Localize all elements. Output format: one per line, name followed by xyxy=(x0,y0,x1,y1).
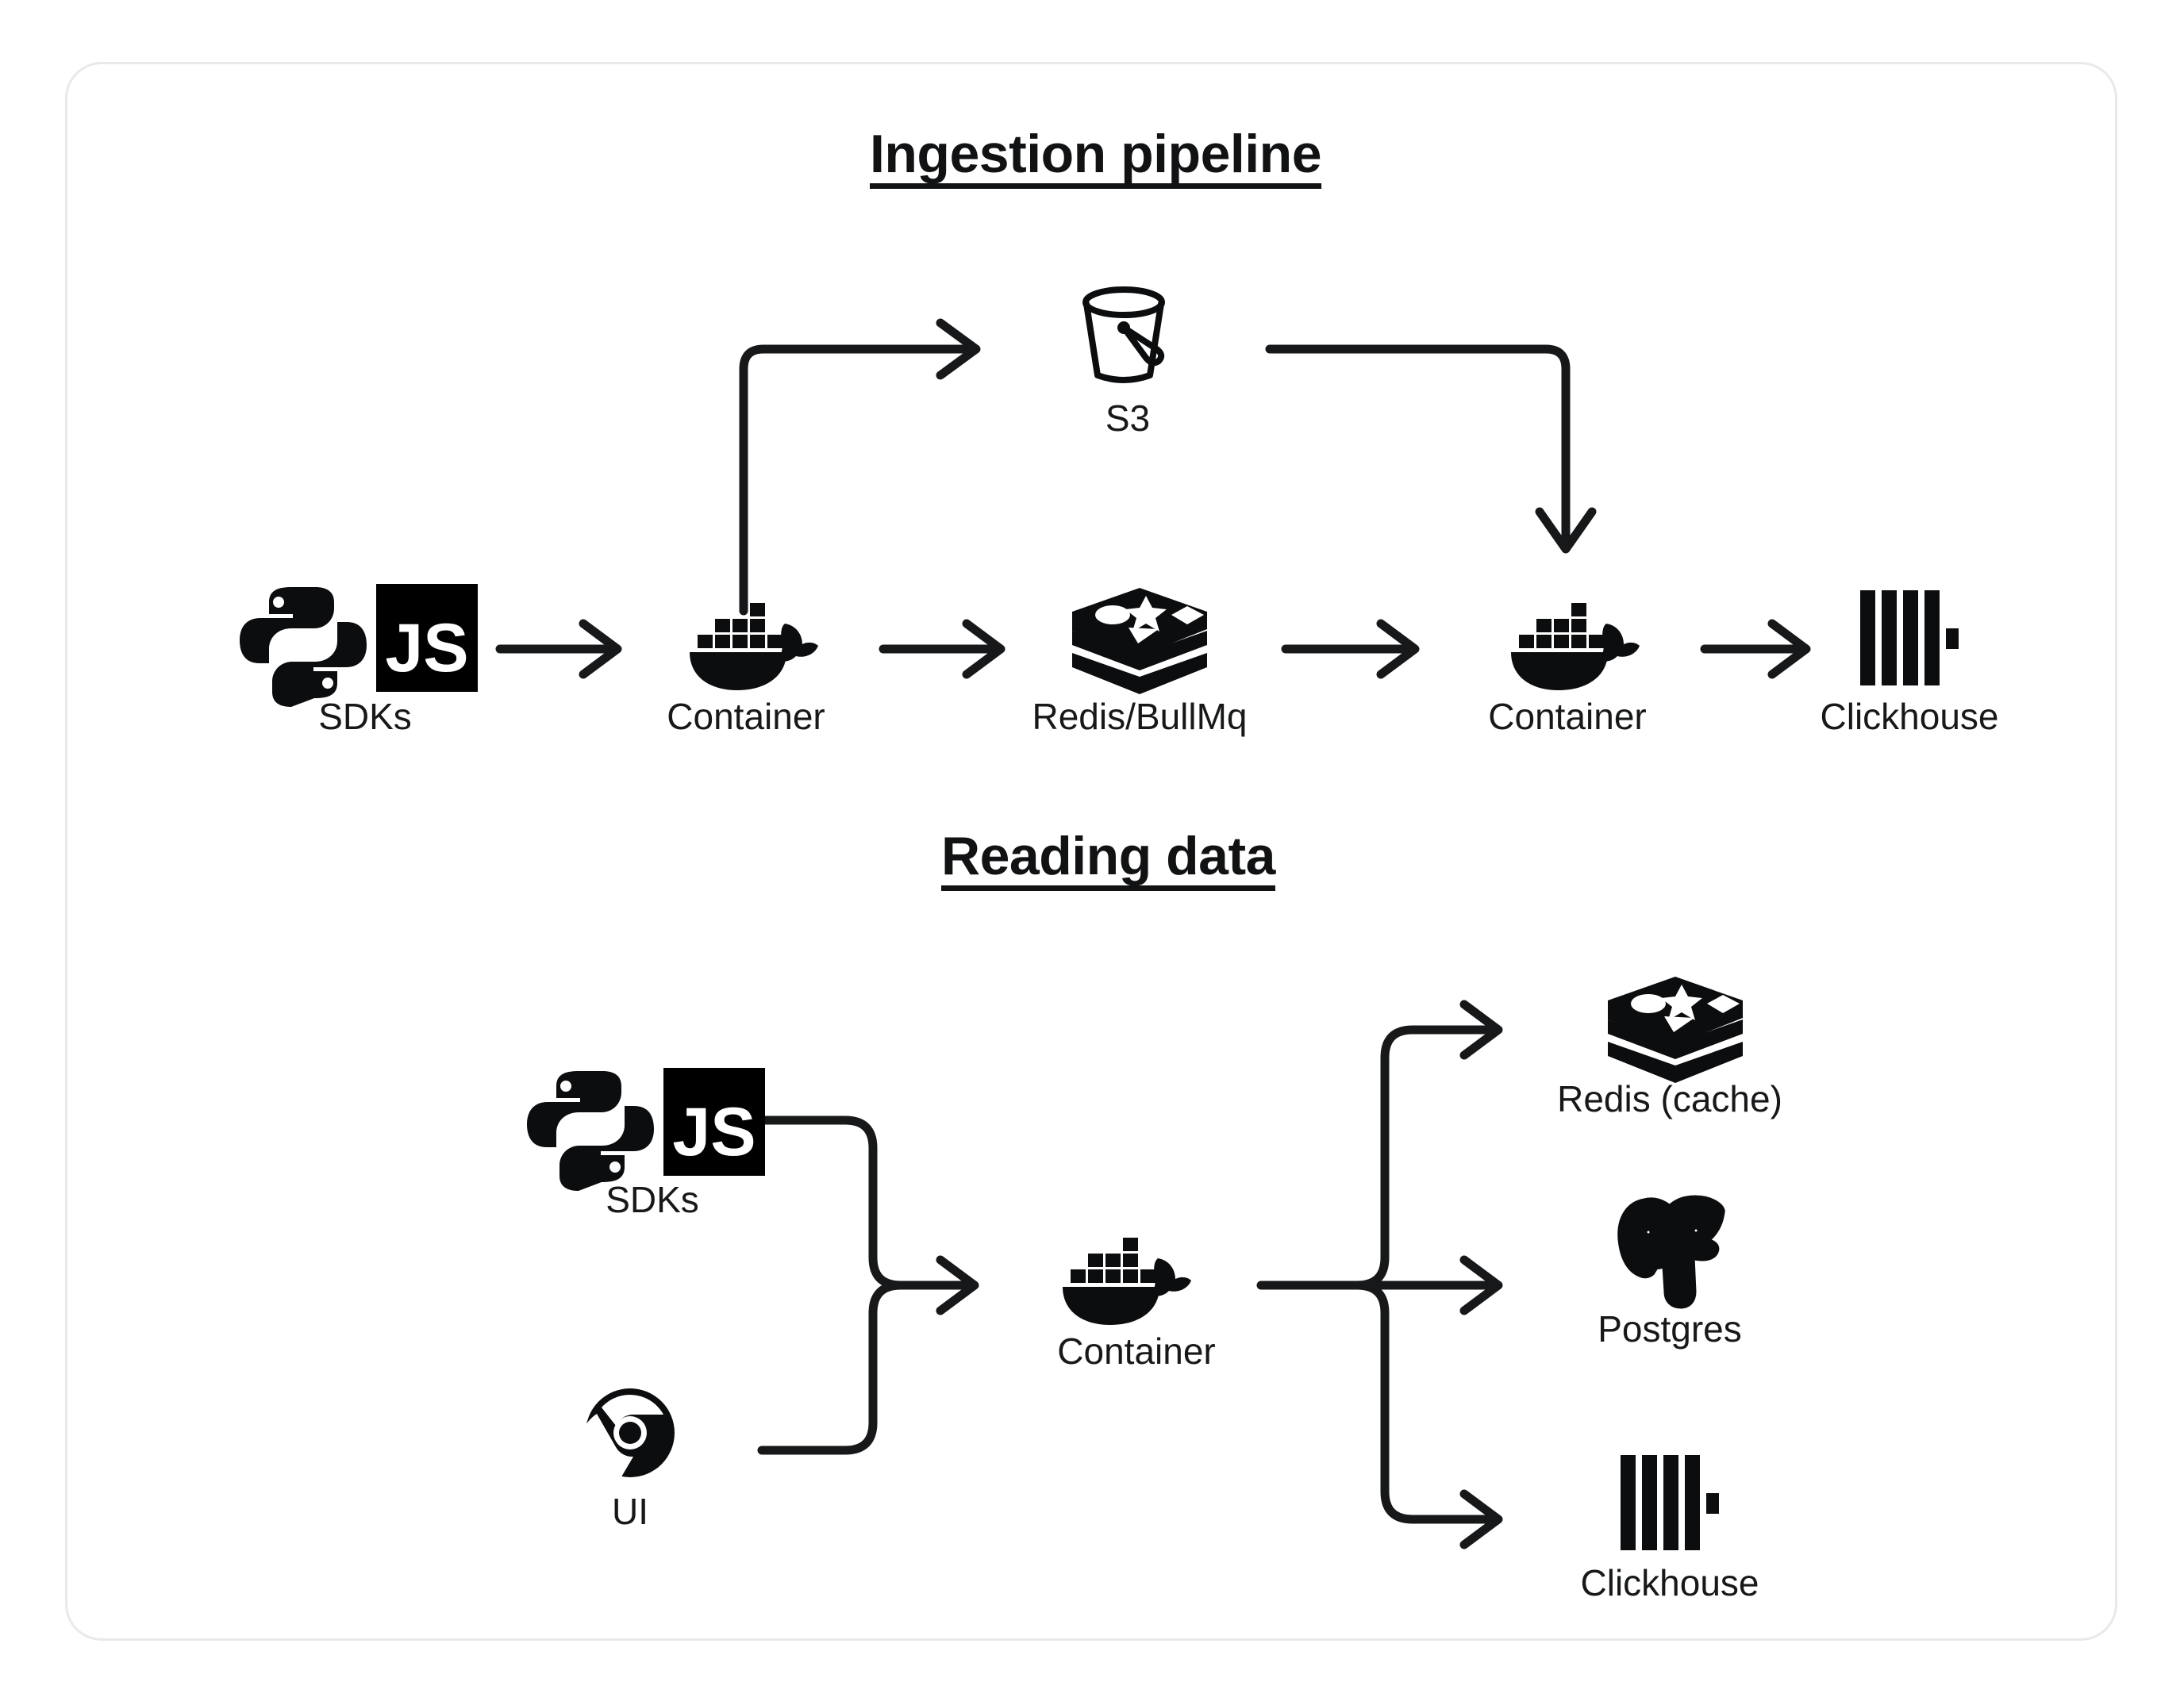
edge-container3-to-clickhouse2 xyxy=(1352,1281,1503,1549)
edge-ui-to-container3 xyxy=(757,1255,979,1455)
python-js-sdk-icon: JS xyxy=(527,1068,765,1191)
clickhouse-bars-icon xyxy=(1860,590,1959,685)
node-label-container-1: Container xyxy=(667,696,825,737)
chrome-browser-icon xyxy=(579,1388,675,1484)
docker-whale-icon xyxy=(690,603,818,690)
js-badge-label: JS xyxy=(385,610,468,686)
section-title-reading: Reading data xyxy=(941,826,1275,886)
node-container-1[interactable] xyxy=(679,589,818,692)
node-clickhouse-1[interactable] xyxy=(1857,587,1962,689)
node-label-container-2: Container xyxy=(1488,696,1647,737)
edge-container2-to-clickhouse xyxy=(1700,619,1811,679)
node-label-postgres: Postgres xyxy=(1598,1308,1742,1350)
s3-bucket-icon xyxy=(1082,286,1165,383)
node-clickhouse-2[interactable] xyxy=(1617,1452,1722,1553)
node-container-3[interactable] xyxy=(1052,1223,1191,1327)
js-badge-label: JS xyxy=(672,1094,756,1170)
node-label-s3: S3 xyxy=(1105,397,1151,439)
edge-container1-to-redis xyxy=(879,619,1005,679)
clickhouse-bars-icon xyxy=(1621,1455,1719,1550)
postgres-elephant-icon xyxy=(1617,1195,1725,1309)
node-container-2[interactable] xyxy=(1500,589,1640,692)
node-redis-bullmq[interactable] xyxy=(1067,583,1212,702)
edge-container1-to-s3 xyxy=(739,318,981,616)
edge-container3-to-postgres xyxy=(1352,1255,1503,1315)
docker-whale-icon xyxy=(1511,603,1640,690)
redis-stack-icon xyxy=(1072,588,1207,694)
node-label-sdks-1: SDKs xyxy=(318,696,412,737)
node-sdks-2[interactable]: JS xyxy=(527,1063,768,1191)
node-ui[interactable] xyxy=(579,1387,676,1484)
node-postgres[interactable] xyxy=(1613,1190,1732,1309)
docker-whale-icon xyxy=(1063,1238,1191,1325)
node-label-sdks-2: SDKs xyxy=(606,1179,699,1220)
node-s3[interactable] xyxy=(1076,282,1179,393)
node-sdks-1[interactable]: JS xyxy=(240,579,481,707)
redis-stack-icon xyxy=(1608,977,1743,1083)
node-label-clickhouse-2: Clickhouse xyxy=(1580,1562,1759,1603)
python-js-sdk-icon: JS xyxy=(240,584,478,707)
edge-redis-to-container2 xyxy=(1281,619,1420,679)
section-title-ingestion: Ingestion pipeline xyxy=(870,124,1322,184)
edge-s3-to-container2 xyxy=(1265,344,1597,554)
node-redis-cache[interactable] xyxy=(1603,972,1748,1091)
node-label-redis-cache: Redis (cache) xyxy=(1557,1078,1782,1119)
node-label-ui: UI xyxy=(612,1491,648,1532)
node-label-redis-bullmq: Redis/BullMq xyxy=(1032,696,1248,737)
edge-sdks-to-container1 xyxy=(495,619,622,679)
node-label-container-3: Container xyxy=(1057,1330,1216,1372)
node-label-clickhouse-1: Clickhouse xyxy=(1820,696,1999,737)
edge-container3-to-redis-cache xyxy=(1352,1000,1503,1290)
